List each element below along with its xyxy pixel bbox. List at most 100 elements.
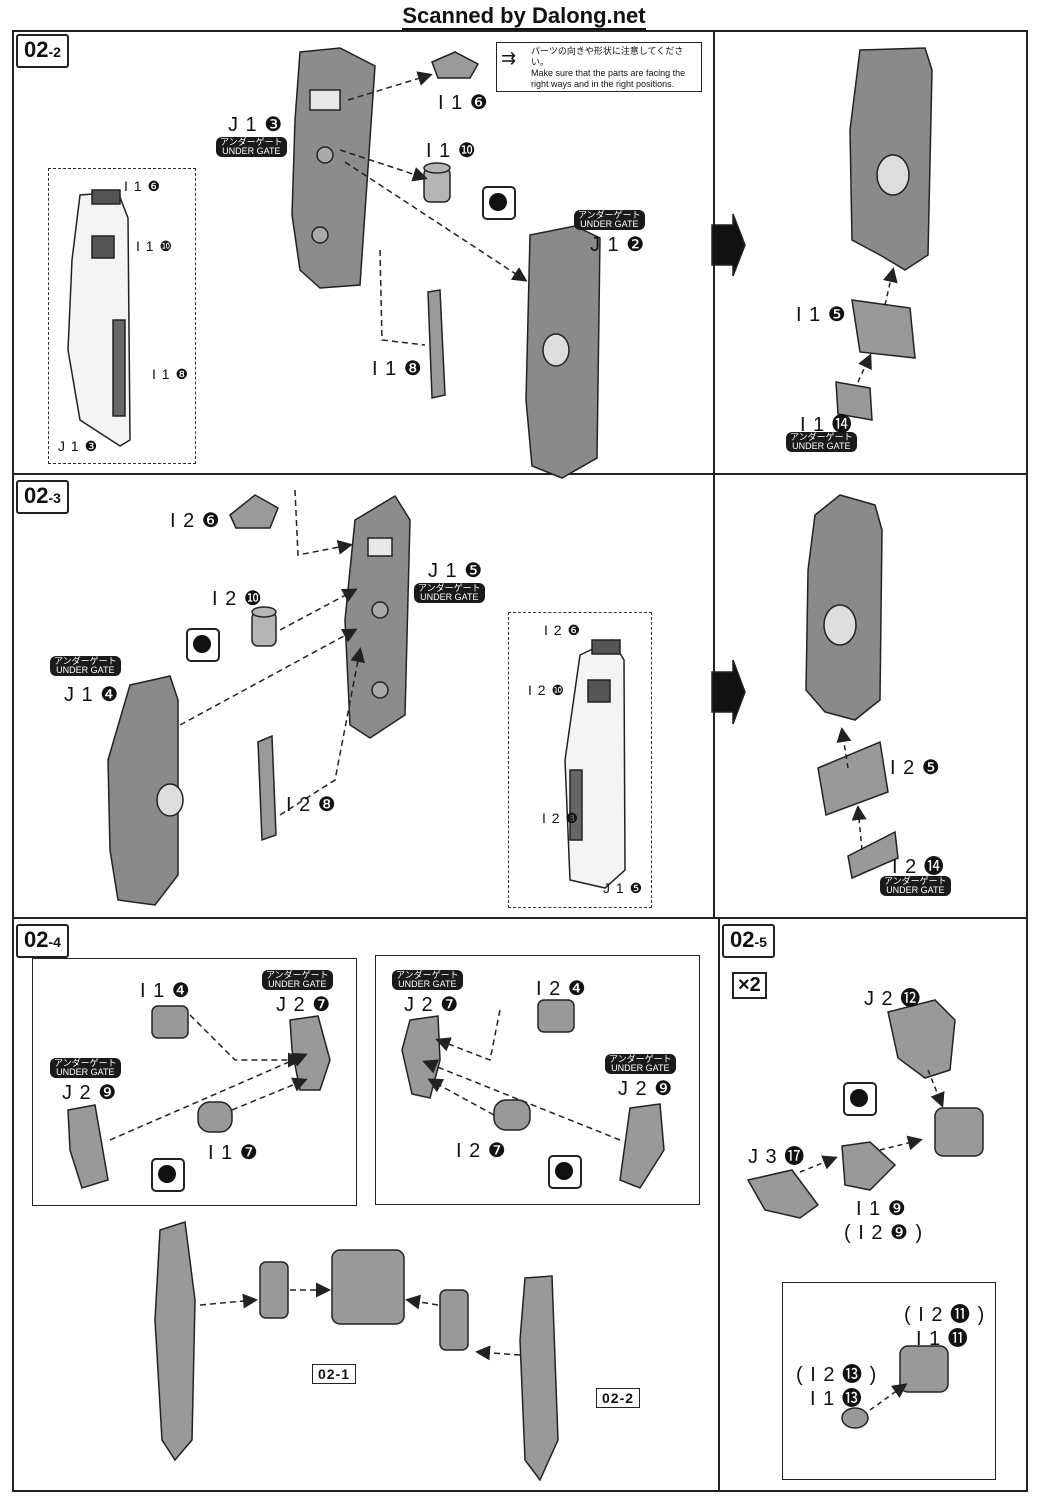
label-j2-9-right: J 2 ❾ [618,1078,674,1100]
label-i1-6-detail: I 1 ❻ [124,178,162,194]
note-arrows-icon: ⇉ [501,48,517,68]
assembly-left-joint [259,1261,289,1319]
label-i2-10: I 2 ❿ [212,588,263,610]
label-i1-10-detail: I 1 ❿ [136,238,174,254]
divider-row1 [12,473,1028,475]
step-02-5-badge: 02-5 [722,924,775,958]
callout-box-right [375,955,700,1205]
detail-i1-13-cap [841,1407,869,1429]
right-arrow-icon-2 [711,659,746,725]
part-i1-5-plate [851,299,916,359]
label-i2-6: I 2 ❻ [170,510,221,532]
label-i2-8-detail: I 2 ❽ [542,810,580,826]
right-arrow-icon [711,213,746,277]
part-j2-7-left [289,1015,331,1091]
label-j2-9-left: J 2 ❾ [62,1082,118,1104]
orientation-note: ⇉ パーツの向きや形状に注意してください。 Make sure that the… [496,42,702,92]
divider-col-bottom [718,917,720,1492]
part-j2-7-right [401,1015,441,1099]
detail-box-02-2 [48,168,196,464]
assembly-right-joint [439,1289,469,1351]
label-i2-7: I 2 ❼ [456,1140,507,1162]
assembly-left-armor [154,1221,196,1462]
label-i2-5: I 2 ❺ [890,757,941,779]
label-i1-14: I 1 ⓮ [800,414,853,436]
label-i1-6: I 1 ❻ [438,92,489,114]
part-i1-14-tab [835,381,873,421]
divider-row2 [12,917,1028,919]
scan-credit-text: Scanned by Dalong.net [402,3,646,30]
label-i1-7: I 1 ❼ [208,1142,259,1164]
sticker-icon-4 [548,1155,582,1189]
part-j3-17-cover [746,1169,820,1219]
part-j1-3-inner-frame [291,47,376,289]
ref-02-1-badge: 02-1 [312,1364,357,1384]
part-j2-12-shell [887,999,956,1079]
detail-i1-11-hub [899,1345,949,1393]
part-i1-10-cylinder [423,162,451,203]
label-i1-11: I 1 ⓫ [916,1328,969,1350]
sticker-icon-2 [186,628,220,662]
label-j1-4: J 1 ❹ [64,684,120,706]
part-i1-4-block [151,1005,189,1039]
label-i1-8: I 1 ❽ [372,358,423,380]
step-02-2-badge: 02-2 [16,34,69,68]
label-j2-7-left: J 2 ❼ [276,994,332,1016]
label-i2-4: I 2 ❹ [536,978,587,1000]
label-i2-13: ( I 2 ⓭ ) [796,1364,878,1386]
label-i2-14: I 2 ⓮ [892,856,945,878]
part-i1-7-ball [197,1101,233,1133]
part-j1-5-inner-frame [344,494,411,739]
label-j2-7-right: J 2 ❼ [404,994,460,1016]
label-i1-5: I 1 ❺ [796,304,847,326]
label-i1-4: I 1 ❹ [140,980,191,1002]
label-i2-10-detail: I 2 ❿ [528,682,566,698]
ref-02-2-badge: 02-2 [596,1388,641,1408]
label-i1-13: I 1 ⓭ [810,1388,863,1410]
label-j1-3-detail: J 1 ❸ [58,438,99,454]
part-j1-5-detail [564,639,626,889]
callout-box-02-5 [782,1282,996,1480]
label-i2-6-detail: I 2 ❻ [544,622,582,638]
part-i2-8-rail [257,734,277,842]
part-j1-4-armor [107,675,179,906]
label-i2-9: ( I 2 ❾ ) [844,1222,924,1244]
part-i2-10-cylinder [251,606,277,647]
label-i1-9: I 1 ❾ [856,1198,907,1220]
label-j1-5-detail: J 1 ❺ [603,880,644,896]
part-i1-8-rail [427,289,446,399]
label-j1-5: J 1 ❺ [428,560,484,582]
part-i2-5-plate [817,740,889,817]
label-j1-2: J 1 ❷ [590,234,646,256]
callout-box-left [32,958,357,1206]
part-i2-14-tab [847,830,899,880]
sticker-icon-3 [151,1158,185,1192]
label-i1-10: I 1 ❿ [426,140,477,162]
sticker-icon-5 [843,1082,877,1116]
scan-credit-header: Scanned by Dalong.net [0,0,1048,32]
label-j2-12: J 2 ⓬ [864,988,922,1010]
part-j2-9-right [619,1103,665,1189]
step-02-4-badge: 02-4 [16,924,69,958]
part-i1-6-clip [431,51,480,79]
label-j3-17: J 3 ⓱ [748,1146,806,1168]
label-j1-3: J 1 ❸ [228,114,284,136]
step-02-3-badge: 02-3 [16,480,69,514]
part-i1-11-hub [934,1107,984,1157]
part-j1-3-detail [67,189,131,447]
note-jp: パーツの向きや形状に注意してください。 [531,46,684,67]
part-i2-4-block [537,999,575,1033]
assembly-center-body [331,1249,405,1325]
label-i1-8-detail: I 1 ❽ [152,366,190,382]
